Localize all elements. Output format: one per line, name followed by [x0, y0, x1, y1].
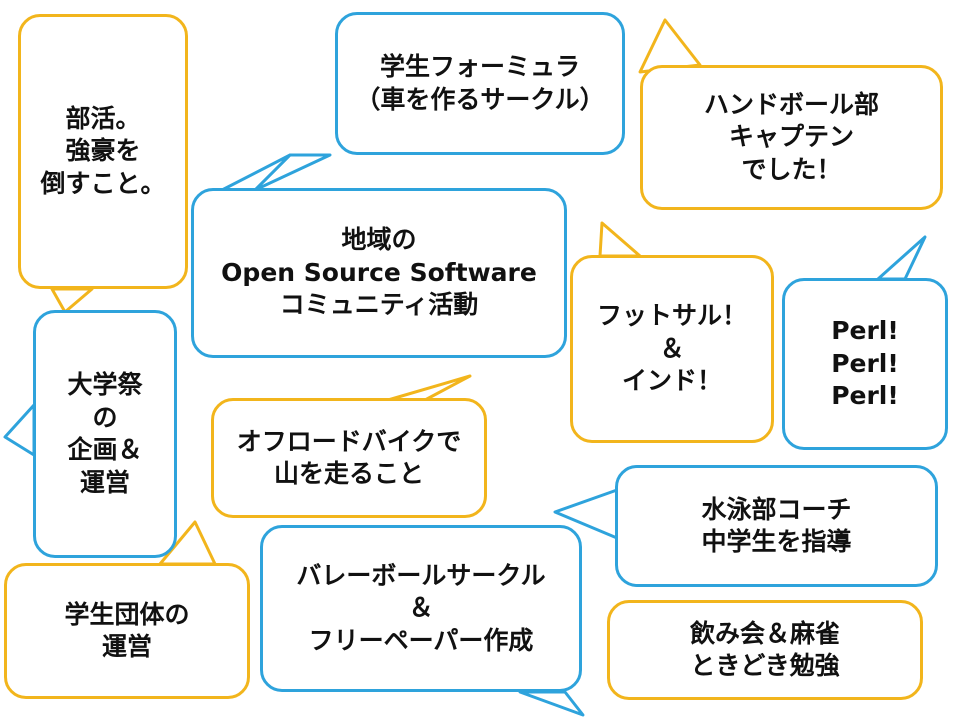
bubble-dantai: 学生団体の 運営	[4, 563, 250, 699]
bubble-perl: Perl! Perl! Perl!	[782, 278, 948, 450]
tail-volley	[518, 690, 585, 717]
bubble-handball: ハンドボール部 キャプテン でした！	[640, 65, 943, 210]
tail-offroad	[386, 374, 472, 402]
bubble-nomikai: 飲み会＆麻雀 ときどき勉強	[607, 600, 923, 700]
bubble-formula: 学生フォーミュラ （車を作るサークル）	[335, 12, 625, 155]
tail-futsal	[598, 221, 642, 258]
tail-bukatsu	[50, 287, 94, 314]
bubble-offroad: オフロードバイクで 山を走ること	[211, 398, 487, 518]
bubble-daigakusai: 大学祭 の 企画＆ 運営	[33, 310, 177, 558]
tail-perl	[876, 235, 927, 281]
bubble-volley: バレーボールサークル ＆ フリーペーパー作成	[260, 525, 582, 692]
bubble-oss: 地域の Open Source Software コミュニティ活動	[191, 188, 567, 358]
bubble-futsal: フットサル！ ＆ インド！	[570, 255, 774, 443]
bubble-bukatsu: 部活。 強豪を 倒すこと。	[18, 14, 188, 289]
bubble-suiei: 水泳部コーチ 中学生を指導	[615, 465, 938, 587]
tail-daigakusai	[3, 403, 36, 457]
